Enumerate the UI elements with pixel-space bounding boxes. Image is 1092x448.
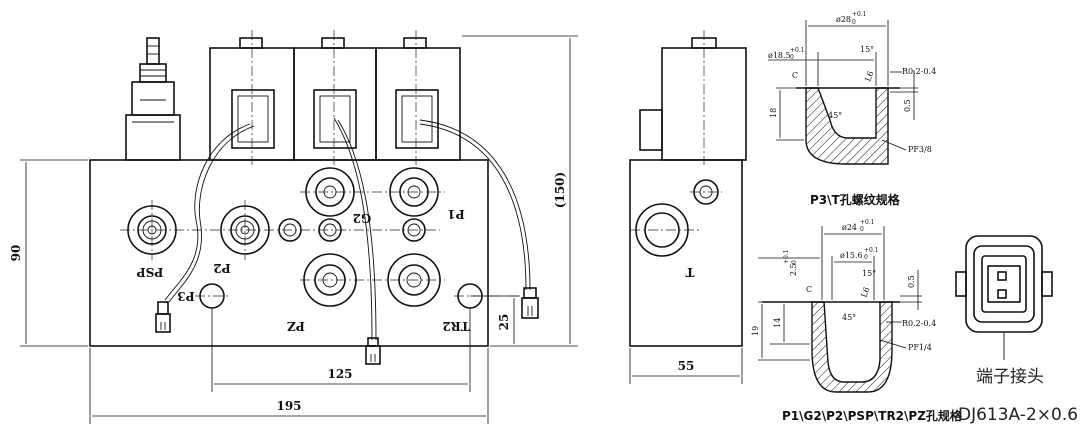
- dim-125: 125: [327, 367, 352, 381]
- bottom-h14: 14: [773, 318, 782, 328]
- svg-text:+0.1: +0.1: [864, 247, 879, 254]
- connector-model: DJ613A-2×0.6: [958, 405, 1078, 425]
- svg-text:0: 0: [860, 226, 864, 233]
- bottom-l6: L6: [859, 286, 871, 299]
- svg-text:0: 0: [852, 19, 856, 26]
- bottom-thread: PF1/4: [908, 343, 932, 352]
- manifold-block: [89, 159, 489, 347]
- svg-text:+0.1: +0.1: [783, 249, 790, 264]
- port-label-g2: G2: [353, 211, 372, 225]
- wire-connectors: [155, 287, 539, 365]
- bottom-r: R0.2-0.4: [902, 319, 936, 328]
- bottom-45deg: 45°: [842, 313, 856, 322]
- port-label-tr2: TR2: [442, 319, 469, 333]
- port-label-pz: PZ: [287, 319, 305, 333]
- top-thread: PF3/8: [908, 145, 932, 154]
- thread-detail-bottom: ø24 +0.1 0 ø15.6 +0.1 0 15° L6 R0.2-0.4 …: [751, 219, 963, 423]
- solenoid-coils: [209, 30, 461, 165]
- thread-detail-top: ø28 +0.1 0 ø18.5 +0.1 0 15° L6 R0.2-0.4 …: [768, 11, 936, 207]
- bottom-h19: 19: [751, 326, 760, 336]
- terminal-connector: [955, 235, 1053, 360]
- top-r: R0.2-0.4: [902, 67, 936, 76]
- dim-195: 195: [276, 399, 301, 413]
- top-d18: ø18.5: [768, 51, 791, 60]
- svg-text:0: 0: [864, 254, 868, 261]
- bottom-d24: ø24: [842, 223, 857, 232]
- top-l6: L6: [863, 70, 875, 83]
- port-label-p3: P3: [177, 289, 194, 303]
- dim-150: (150): [553, 172, 567, 208]
- dim-90: 90: [9, 245, 23, 262]
- bottom-caption: P1\G2\P2\PSP\TR2\PZ孔规格: [782, 408, 963, 423]
- top-caption: P3\T孔螺纹规格: [810, 192, 901, 207]
- coil-wires: [164, 117, 531, 341]
- pressure-switch: [125, 37, 181, 161]
- front-view: PSP P2 P3 G2 P1 PZ TR2 90 (150) 25 125: [9, 30, 578, 424]
- svg-text:+0.1: +0.1: [852, 11, 867, 18]
- side-view: T 55: [629, 30, 747, 384]
- port-label-p2: P2: [213, 261, 230, 275]
- connector-label: 端子接头: [976, 367, 1044, 387]
- top-h05: 0.5: [903, 99, 912, 112]
- top-45deg: 45°: [828, 111, 842, 120]
- bottom-15deg: 15°: [862, 269, 876, 278]
- side-block: [629, 159, 743, 347]
- svg-text:+0.1: +0.1: [790, 47, 805, 54]
- svg-text:+0.1: +0.1: [860, 219, 875, 226]
- dim-25: 25: [497, 314, 511, 331]
- dim-55: 55: [678, 359, 695, 373]
- front-dimensions: 90 (150) 25 125 195: [9, 35, 578, 424]
- top-c: C: [792, 71, 798, 80]
- top-h18: 18: [769, 108, 778, 118]
- port-label-t: T: [685, 265, 694, 279]
- bottom-h25: 2.5: [789, 263, 798, 276]
- bottom-d15: ø15.6: [840, 251, 863, 260]
- svg-text:0: 0: [791, 260, 798, 264]
- bottom-c: C: [806, 285, 812, 294]
- port-holes: [120, 167, 520, 309]
- top-15deg: 15°: [860, 45, 874, 54]
- top-d28: ø28: [836, 15, 851, 24]
- port-label-p1: P1: [447, 207, 464, 221]
- port-label-psp: PSP: [137, 265, 164, 279]
- bottom-h05: 0.5: [907, 275, 916, 288]
- svg-text:0: 0: [790, 54, 794, 61]
